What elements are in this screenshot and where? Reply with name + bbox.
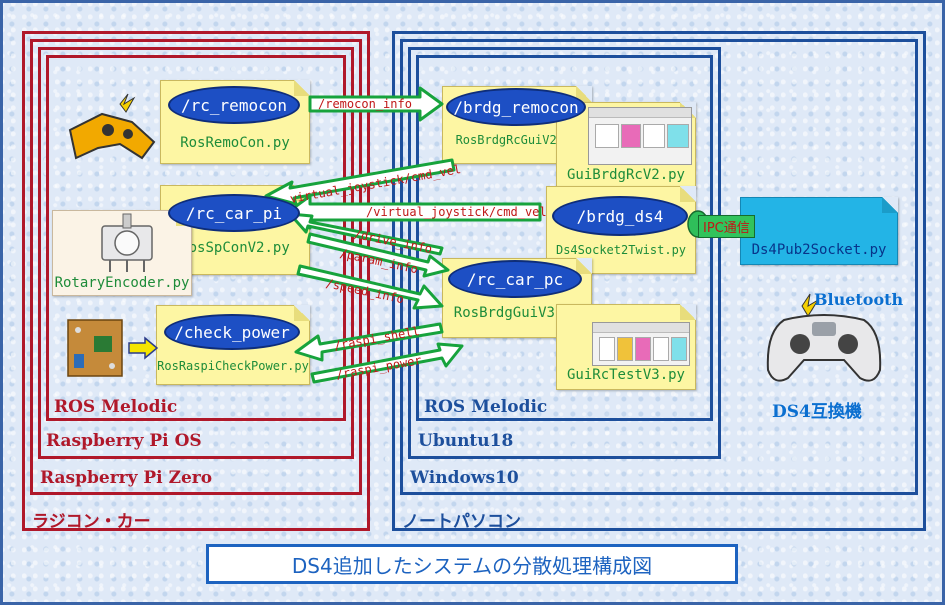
script-guircteset: GuiRcTestV3.py (566, 367, 685, 383)
label-ros-melodic-right: ROS Melodic (424, 397, 548, 417)
label-raspberry-pi-zero: Raspberry Pi Zero (40, 468, 213, 488)
frame-ubuntu18 (408, 47, 721, 459)
arrow-raspi-power (310, 342, 464, 384)
diagram-title-box: DS4追加したシステムの分散処理構成図 (206, 544, 738, 584)
ipc-label: IPC通信 (698, 215, 755, 238)
script-rotaryencoder: RotaryEncoder.py (54, 275, 190, 291)
script-ds4pub2socket: Ds4Pub2Socket.py (751, 242, 887, 258)
frame-raspberry-pi-zero (30, 39, 362, 495)
gui-thumbnail-brdgrc (588, 107, 692, 165)
script-rosbrdgrcgui: RosBrdgRcGuiV2.py (455, 133, 579, 147)
power-board-icon (67, 319, 123, 377)
script-rosraspicheckpower: RosRaspiCheckPower.py (157, 359, 309, 373)
note-ds4pub2socket: Ds4Pub2Socket.py (740, 197, 898, 265)
node-rc-remocon: /rc_remocon (168, 86, 300, 124)
label-notebook-pc: ノートパソコン (402, 512, 521, 532)
node-rc-car-pc: /rc_car_pc (448, 260, 582, 298)
label-ros-melodic-left: ROS Melodic (54, 397, 178, 417)
script-guibrdgrc: GuiBrdgRcV2.py (566, 167, 685, 183)
label-windows10: Windows10 (410, 468, 519, 488)
topic-remocon-info: /remocon_info (318, 97, 412, 111)
node-brdg-ds4: /brdg_ds4 (552, 196, 688, 236)
script-rosremocon: RosRemoCon.py (180, 135, 290, 151)
arrow-remocon-info (308, 86, 444, 122)
frame-windows10 (400, 39, 918, 495)
arrow-param-info (306, 232, 450, 278)
gui-thumbnail-rctest (592, 322, 690, 366)
label-ubuntu18: Ubuntu18 (418, 431, 514, 451)
diagram-title: DS4追加したシステムの分散処理構成図 (291, 553, 653, 578)
topic-virtual-joystick-2: /virtual_joystick/cmd_vel (366, 205, 547, 219)
rotary-encoder-icon (101, 213, 153, 272)
frame-notebook-pc (392, 31, 926, 531)
frame-ros-melodic-right (416, 55, 713, 421)
label-raspberry-pi-os: Raspberry Pi OS (46, 431, 202, 451)
script-rosspcon: RosSpConV2.py (180, 240, 290, 256)
arrow-board-to-checkpower (128, 336, 159, 360)
script-ds4socket2twist: Ds4Socket2Twist.py (555, 243, 687, 257)
gamepad-icon (68, 93, 156, 160)
label-rc-car: ラジコン・カー (32, 512, 151, 532)
frame-ros-melodic-left (46, 55, 346, 421)
arrow-drive-info (288, 212, 444, 256)
node-rc-car-pi: /rc_car_pi (168, 194, 300, 232)
node-check-power: /check_power (164, 314, 300, 350)
script-rosbrdggui: RosBrdgGuiV3.py (453, 305, 581, 321)
node-brdg-remocon: /brdg_remocon (446, 88, 586, 126)
bluetooth-label: Bluetooth (814, 290, 904, 309)
arrow-speed-info (296, 264, 444, 310)
arrow-raspi-shell (294, 322, 444, 362)
ds4-controller-icon (766, 293, 882, 382)
ds4-compatible-label: DS4互換機 (772, 402, 862, 422)
